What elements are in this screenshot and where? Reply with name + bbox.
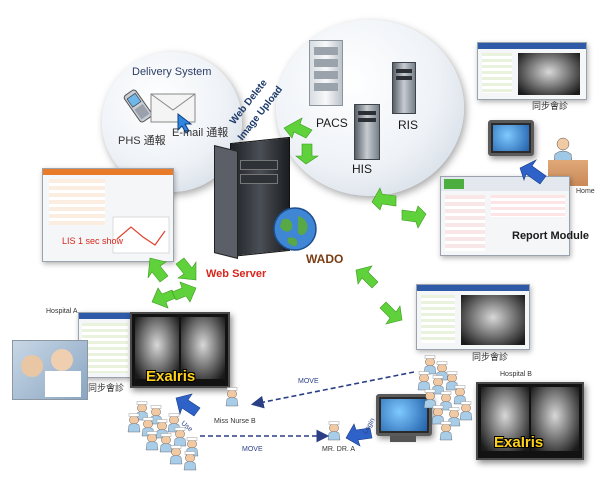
sync-consult-top-screenshot <box>477 42 587 100</box>
green-arrow-sync <box>355 265 403 325</box>
email-notify-label: E-mail 通報 <box>172 127 229 139</box>
hospital-a-label: Hospital A <box>46 308 78 315</box>
pointer-arrow-icon <box>177 112 193 134</box>
sync-consult-top-label: 同步會診 <box>532 101 569 111</box>
lis-screenshot <box>42 168 174 262</box>
exairis-b-lightbox <box>476 382 584 460</box>
web-server-tower-icon <box>214 136 290 259</box>
delivery-system-title: Delivery System <box>132 66 212 78</box>
blue-arrow-login <box>345 423 373 447</box>
move-bottom-label: MOVE <box>242 446 263 453</box>
hospital-a-photo <box>12 340 88 400</box>
monitor-stand <box>390 436 416 442</box>
nurse-label: Miss Nurse B <box>214 418 256 425</box>
lis-trend-chart <box>112 216 170 254</box>
home-label: Home <box>576 188 595 195</box>
pacs-server-icon <box>309 40 343 106</box>
ris-server-icon <box>392 62 416 114</box>
his-label: HIS <box>352 162 373 176</box>
green-arrow-hospital-a <box>151 281 197 309</box>
sync-consult-mid-label: 同步會診 <box>472 352 509 362</box>
hospital-b-label: Hospital B <box>500 371 532 378</box>
home-monitor-icon <box>488 120 534 156</box>
exairis-b-brand: ExaIris <box>494 434 544 451</box>
move-top-label: MOVE <box>298 378 319 385</box>
web-server-label: Web Server <box>206 268 267 280</box>
exairis-a-lightbox <box>130 312 230 388</box>
sync-consult-mid-screenshot <box>416 284 530 350</box>
email-envelope-icon <box>150 93 196 123</box>
ris-label: RIS <box>398 118 419 132</box>
sync-consult-left-label: 同步會診 <box>88 383 125 393</box>
lis-caption: LIS 1 sec show <box>62 236 124 246</box>
doctor-label: MR. DR. A <box>322 446 356 453</box>
login-workstation-monitor-icon <box>376 394 432 436</box>
globe-icon <box>273 207 317 251</box>
exairis-a-brand: ExaIris <box>146 368 196 385</box>
move-arrow-top <box>250 371 415 409</box>
his-server-icon <box>354 104 380 160</box>
blue-arrow-home <box>519 159 547 185</box>
report-module-screenshot <box>440 176 570 256</box>
blue-arrow-use <box>175 393 201 417</box>
green-arrow-report <box>371 187 427 229</box>
green-arrow-server-cluster <box>283 117 319 165</box>
pacs-label: PACS <box>316 116 348 130</box>
report-module-label: Report Module <box>512 230 589 242</box>
green-arrow-lis <box>147 257 197 283</box>
wado-label: WADO <box>306 252 344 266</box>
mobile-phone-icon <box>123 89 153 123</box>
phs-notify-label: PHS 通報 <box>118 135 166 147</box>
